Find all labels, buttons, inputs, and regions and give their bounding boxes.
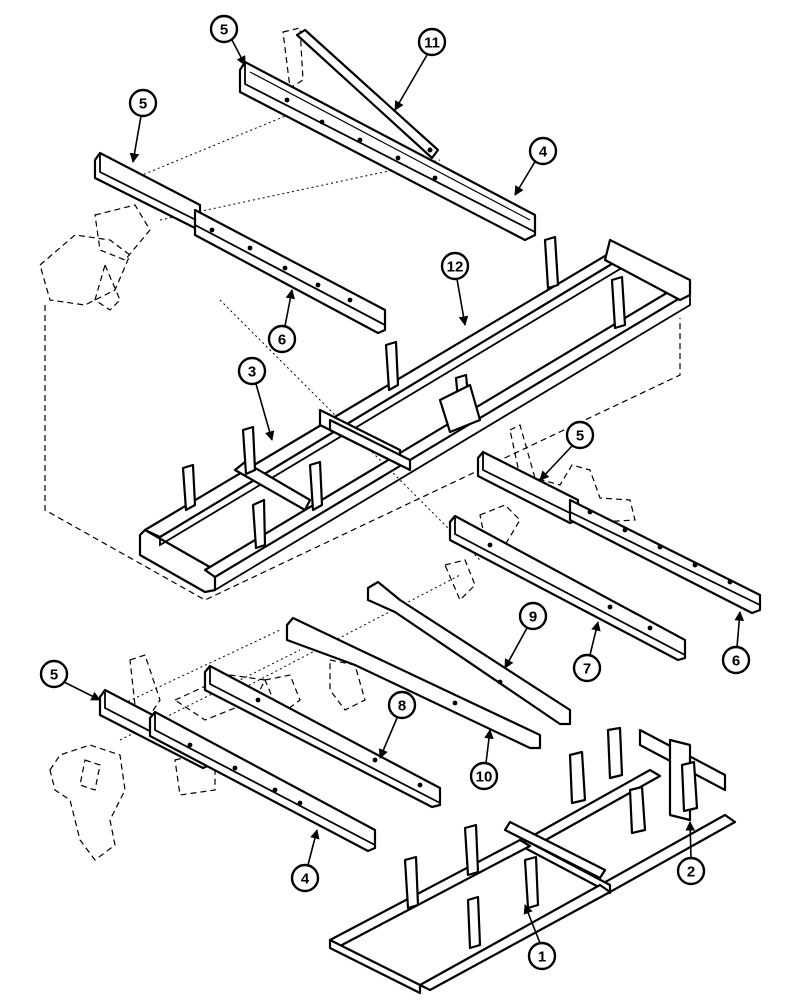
callout-5-upper-left-label: 5 [139,96,147,113]
frame-rail-lower-left [148,710,377,853]
callout-4-lower: 4 [290,863,320,893]
callout-7: 7 [572,653,602,683]
callout-4-upper-label: 4 [539,144,548,161]
callout-5-right-label: 5 [576,428,584,445]
small-frame-section [503,726,737,895]
callout-2: 2 [676,856,706,886]
callout-7-label: 7 [583,661,591,678]
frame-rail-right [568,498,762,615]
callout-10-label: 10 [476,769,493,786]
frame-rail-7 [448,514,687,662]
callout-1-label: 1 [538,949,546,966]
callout-12-label: 12 [447,259,464,276]
rear-frame-section [328,823,612,995]
diagonal-brace [295,28,440,160]
callout-9: 9 [518,601,548,631]
callout-2-label: 2 [687,864,695,881]
callout-5-lower-left-label: 5 [50,667,58,684]
callout-5-lower-left: 5 [39,659,69,689]
callout-3: 3 [237,356,267,386]
callout-1: 1 [527,941,557,971]
callout-11: 11 [417,27,447,57]
callout-3-label: 3 [248,364,256,381]
callouts: 5 11 5 4 12 6 [39,14,751,971]
callout-6-right: 6 [721,645,751,675]
callout-6-upper-left-label: 6 [278,332,286,349]
frame-rail-upper [238,60,537,242]
callout-4-lower-label: 4 [301,871,310,888]
callout-9-label: 9 [529,609,537,626]
main-frame-section [138,235,692,594]
callout-5-top-label: 5 [220,22,228,39]
rail-clamp-right [476,450,580,525]
rail-clamp-upper-left [93,151,202,230]
callout-5-upper-left: 5 [128,88,158,118]
callout-4-upper: 4 [528,136,558,166]
phantom-outlines [39,27,681,861]
bent-bar-9 [366,580,572,726]
callout-5-right: 5 [565,420,595,450]
callout-10: 10 [469,761,499,791]
bent-bar-10 [285,616,542,750]
callout-6-upper-left: 6 [267,324,297,354]
frame-rail-8 [203,664,442,809]
callout-8-label: 8 [398,698,406,715]
callout-6-right-label: 6 [732,653,740,670]
callout-8: 8 [387,690,417,720]
callout-12: 12 [440,251,470,281]
callout-5-top: 5 [209,14,239,44]
callout-11-label: 11 [424,35,440,52]
frame-rail-upper-left [193,208,387,335]
